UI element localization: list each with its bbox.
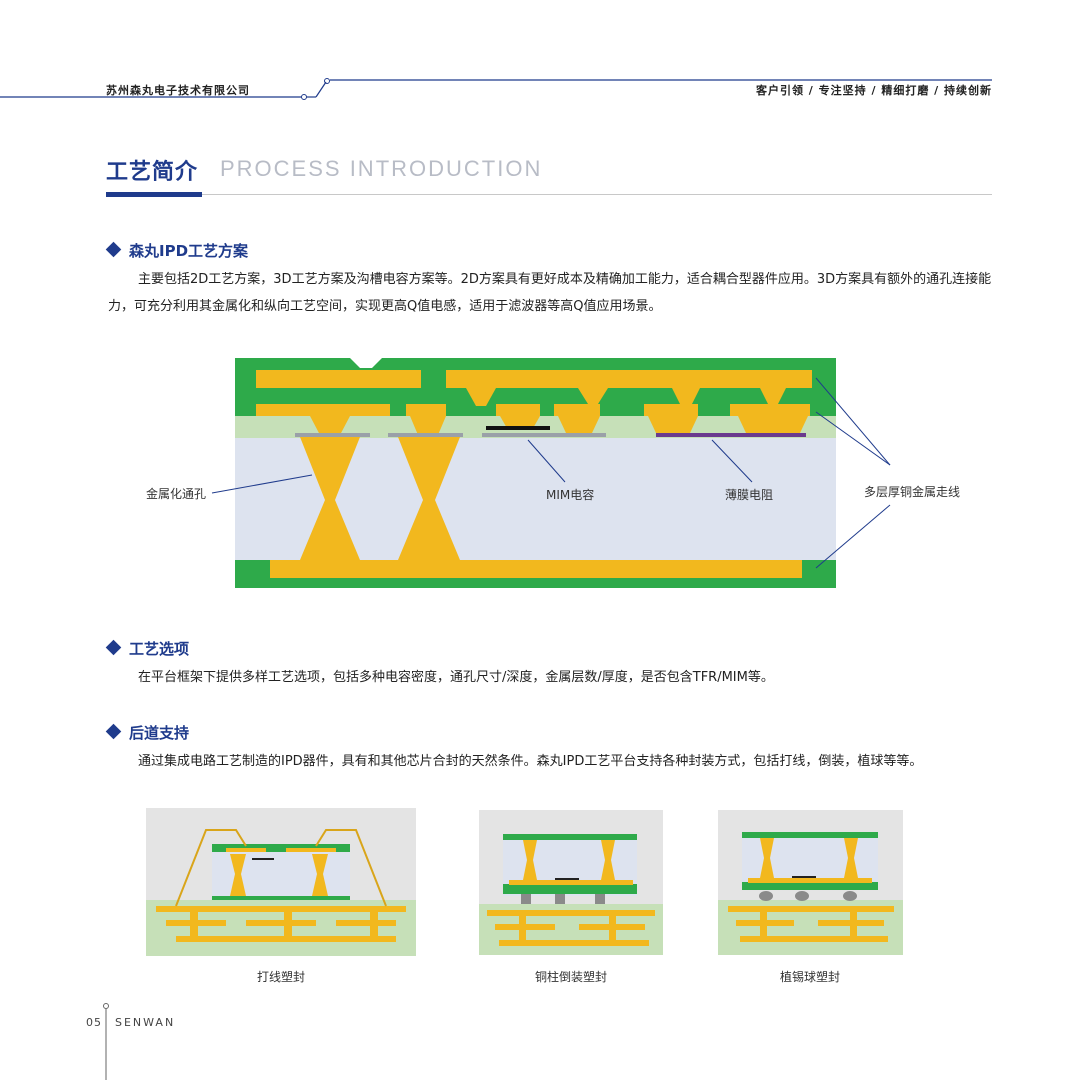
section-heading-text: 工艺选项 (129, 640, 190, 658)
section-heading-text: 后道支持 (129, 724, 190, 742)
caption-wirebond: 打线塑封 (256, 970, 305, 984)
diamond-bullet-icon (105, 639, 122, 656)
caption-copper-pillar: 铜柱倒装塑封 (534, 970, 607, 984)
section-text-backend: 通过集成电路工艺制造的IPD器件，具有和其他芯片合封的天然条件。森丸IPD工艺平… (138, 754, 923, 769)
footer-brand: SENWAN (115, 1016, 176, 1029)
label-mim-capacitor: MIM电容 (546, 488, 595, 502)
diamond-bullet-icon (105, 241, 122, 258)
header-slogan: 客户引领 / 专注坚持 / 精细打磨 / 持续创新 (755, 84, 992, 97)
title-accent-bar (106, 192, 202, 197)
package-copper-pillar-image (479, 810, 663, 955)
label-metallized-via: 金属化通孔 (146, 487, 207, 501)
company-name: 苏州森丸电子技术有限公司 (106, 84, 250, 97)
section-heading-backend: 后道支持 (105, 722, 190, 743)
page-title: 工艺简介 (106, 160, 199, 185)
title-divider (106, 194, 992, 195)
via-1 (300, 437, 360, 560)
ipd-cross-section-diagram (211, 358, 891, 588)
package-solder-ball-image (718, 810, 903, 955)
section-heading-ipd: 森丸IPD工艺方案 (105, 240, 249, 261)
section-text-ipd: 主要包括2D工艺方案，3D工艺方案及沟槽电容方案等。2D方案具有更好成本及精确加… (108, 272, 992, 314)
page-title-english: PROCESS INTRODUCTION (220, 156, 543, 181)
package-wirebond-image (146, 808, 416, 956)
caption-solder-ball: 植锡球塑封 (779, 970, 840, 984)
header-line-graphic (0, 78, 992, 100)
footer-line-graphic (103, 1003, 109, 1080)
via-2 (398, 437, 460, 560)
label-thin-film-resistor: 薄膜电阻 (725, 488, 774, 502)
page-number: 05 (86, 1016, 102, 1029)
diamond-bullet-icon (105, 723, 122, 740)
section-text-options: 在平台框架下提供多样工艺选项，包括多种电容密度，通孔尺寸/深度，金属层数/厚度，… (138, 670, 774, 685)
label-multilayer-copper: 多层厚铜金属走线 (864, 485, 961, 499)
section-heading-options: 工艺选项 (105, 638, 190, 659)
section-heading-text: 森丸IPD工艺方案 (129, 242, 249, 260)
